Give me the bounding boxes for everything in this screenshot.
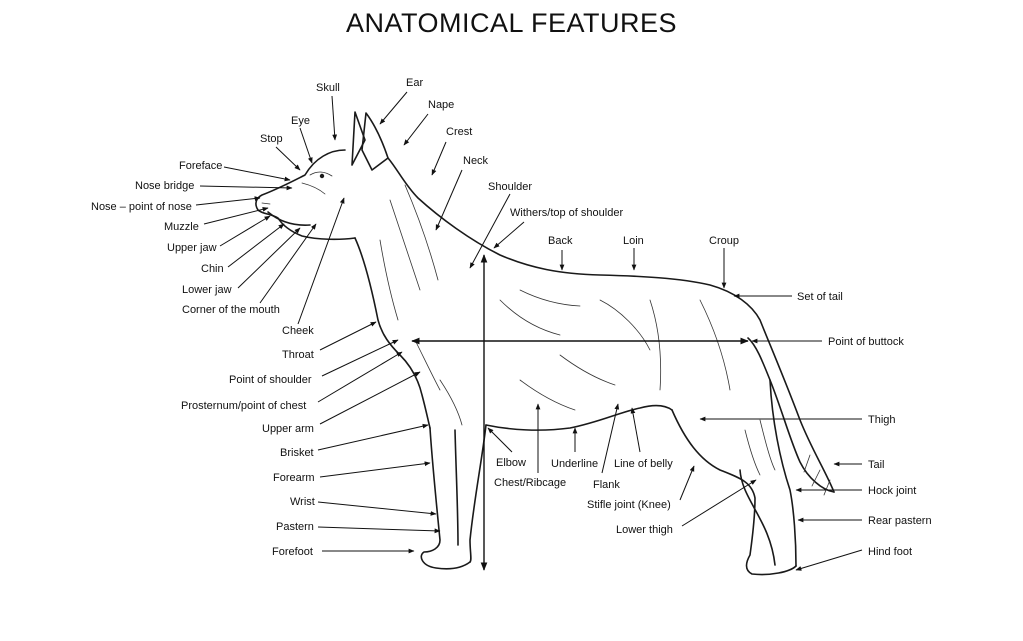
front-leg — [420, 427, 471, 570]
label-croup: Croup — [709, 235, 739, 247]
hind-leg-back — [769, 379, 797, 567]
label-upper-jaw: Upper jaw — [167, 242, 217, 254]
label-rear-pastern: Rear pastern — [868, 515, 932, 527]
label-forefoot: Forefoot — [272, 546, 313, 558]
label-corner-of-mouth: Corner of the mouth — [182, 304, 280, 316]
label-skull: Skull — [316, 82, 340, 94]
label-point-of-shoulder: Point of shoulder — [229, 374, 312, 386]
label-muzzle: Muzzle — [164, 221, 199, 233]
label-loin: Loin — [623, 235, 644, 247]
label-lower-jaw: Lower jaw — [182, 284, 232, 296]
label-stifle: Stifle joint (Knee) — [587, 499, 671, 511]
label-foreface: Foreface — [179, 160, 222, 172]
label-point-of-buttock: Point of buttock — [828, 336, 904, 348]
label-nose-bridge: Nose bridge — [135, 180, 194, 192]
label-wrist: Wrist — [290, 496, 315, 508]
label-chest-ribcage: Chest/Ribcage — [494, 477, 566, 489]
dog-drawing — [255, 111, 835, 576]
label-hock-joint: Hock joint — [868, 485, 916, 497]
label-set-of-tail: Set of tail — [797, 291, 843, 303]
label-line-of-belly: Line of belly — [614, 458, 673, 470]
leader-lines — [195, 91, 863, 571]
jaw-line — [267, 211, 311, 226]
label-tail: Tail — [868, 459, 885, 471]
label-forearm: Forearm — [273, 472, 315, 484]
label-flank: Flank — [593, 479, 620, 491]
label-hind-foot: Hind foot — [868, 546, 912, 558]
label-eye: Eye — [291, 115, 310, 127]
diagram-title: ANATOMICAL FEATURES — [345, 8, 678, 38]
label-back: Back — [548, 235, 573, 247]
label-pastern: Pastern — [276, 521, 314, 533]
underline — [485, 404, 673, 431]
label-brisket: Brisket — [280, 447, 314, 459]
topline — [387, 157, 835, 493]
label-withers: Withers/top of shoulder — [510, 207, 623, 219]
label-stop: Stop — [260, 133, 283, 145]
label-nape: Nape — [428, 99, 454, 111]
label-underline: Underline — [551, 458, 598, 470]
label-crest: Crest — [446, 126, 472, 138]
label-upper-arm: Upper arm — [262, 423, 314, 435]
label-prosternum: Prosternum/point of chest — [181, 400, 306, 412]
label-nose-point: Nose – point of nose — [91, 201, 192, 213]
tail-outline — [747, 337, 835, 493]
hind-leg — [671, 409, 797, 576]
label-shoulder: Shoulder — [488, 181, 532, 193]
ear-shape — [351, 111, 366, 166]
label-cheek: Cheek — [282, 325, 314, 337]
label-neck: Neck — [463, 155, 489, 167]
label-throat: Throat — [282, 349, 314, 361]
front-leg-far — [454, 429, 459, 546]
ear-shape-right — [361, 112, 389, 171]
hind-leg-far — [739, 469, 776, 566]
label-elbow: Elbow — [496, 457, 526, 469]
label-chin: Chin — [201, 263, 224, 275]
label-ear: Ear — [406, 77, 423, 89]
label-lower-thigh: Lower thigh — [616, 524, 673, 536]
label-thigh: Thigh — [868, 414, 896, 426]
labels: Skull Ear Eye Nape Stop Crest Foreface N… — [91, 77, 932, 558]
